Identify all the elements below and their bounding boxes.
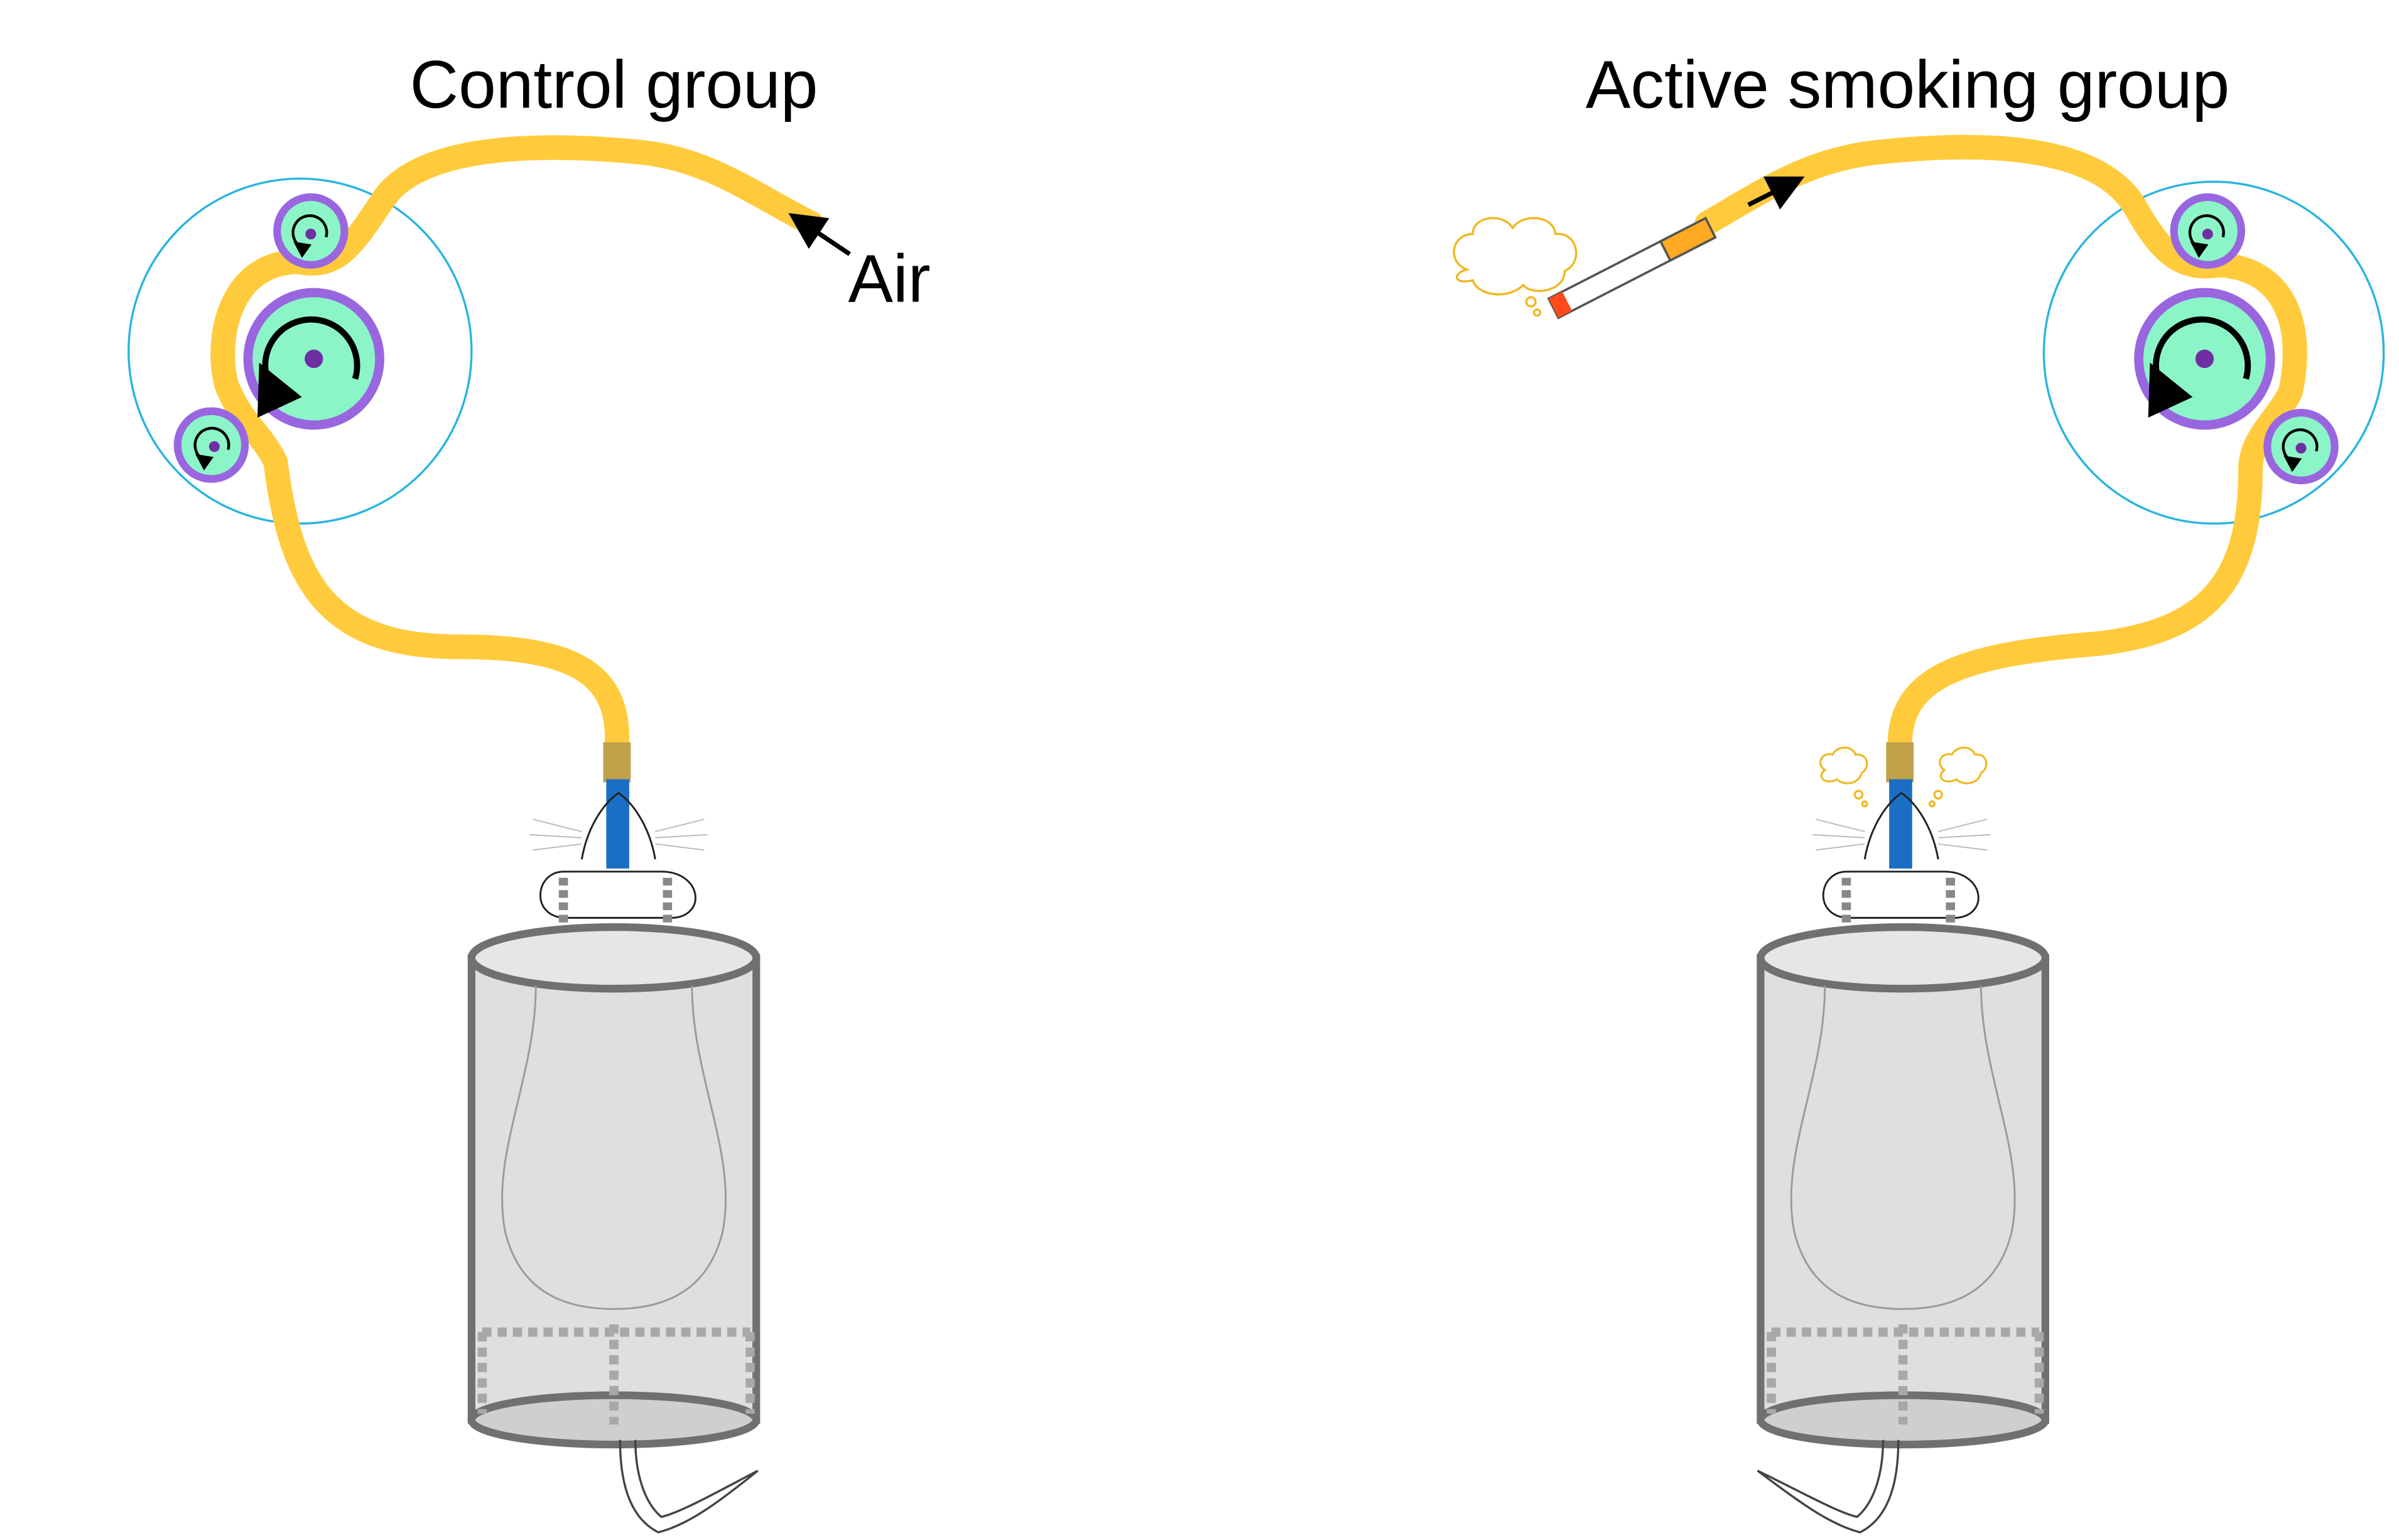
smoking-group-title: Active smoking group — [1586, 46, 2229, 122]
smoking-group-panel: Active smoking group — [1453, 46, 2385, 1534]
rat-tail — [619, 1440, 759, 1534]
smoke-tube — [1694, 134, 2307, 759]
air-tube — [210, 135, 824, 759]
smoke-cloud-icon — [1928, 746, 1988, 808]
upper-roller — [273, 193, 349, 269]
whiskers — [529, 818, 708, 851]
pump-housing-circle — [2042, 180, 2385, 525]
lower-roller — [173, 407, 249, 483]
rotation-arrow-icon — [193, 426, 230, 471]
restrainer-tube — [467, 923, 761, 1449]
clockwise-arrow-icon — [2148, 316, 2251, 418]
lower-roller — [2263, 409, 2339, 485]
arrow-up-right-icon — [1747, 176, 1805, 210]
control-group-panel: Control group Air — [127, 46, 931, 1534]
control-group-title: Control group — [410, 46, 818, 122]
smoke-cloud-icon — [1453, 217, 1578, 317]
pump-housing-circle — [127, 177, 473, 525]
tube-connector — [603, 742, 631, 783]
rotation-arrow-icon — [291, 214, 328, 258]
tube-connector — [1886, 742, 1914, 783]
whiskers — [1812, 818, 1991, 851]
clockwise-arrow-icon — [257, 316, 360, 418]
smoke-cloud-icon — [1819, 746, 1868, 808]
main-roller — [243, 288, 384, 430]
rat-tail — [1757, 1440, 1900, 1534]
rotation-arrow-icon — [2282, 428, 2319, 472]
main-roller — [2134, 288, 2275, 430]
rat-head — [539, 792, 696, 925]
rat-head — [1822, 792, 1979, 925]
arrow-left-icon — [788, 213, 851, 256]
air-label: Air — [848, 241, 931, 316]
restrainer-tube — [1757, 923, 2049, 1449]
cigarette-icon — [1547, 216, 1717, 320]
rotation-arrow-icon — [2188, 214, 2225, 258]
upper-roller — [2170, 193, 2246, 269]
